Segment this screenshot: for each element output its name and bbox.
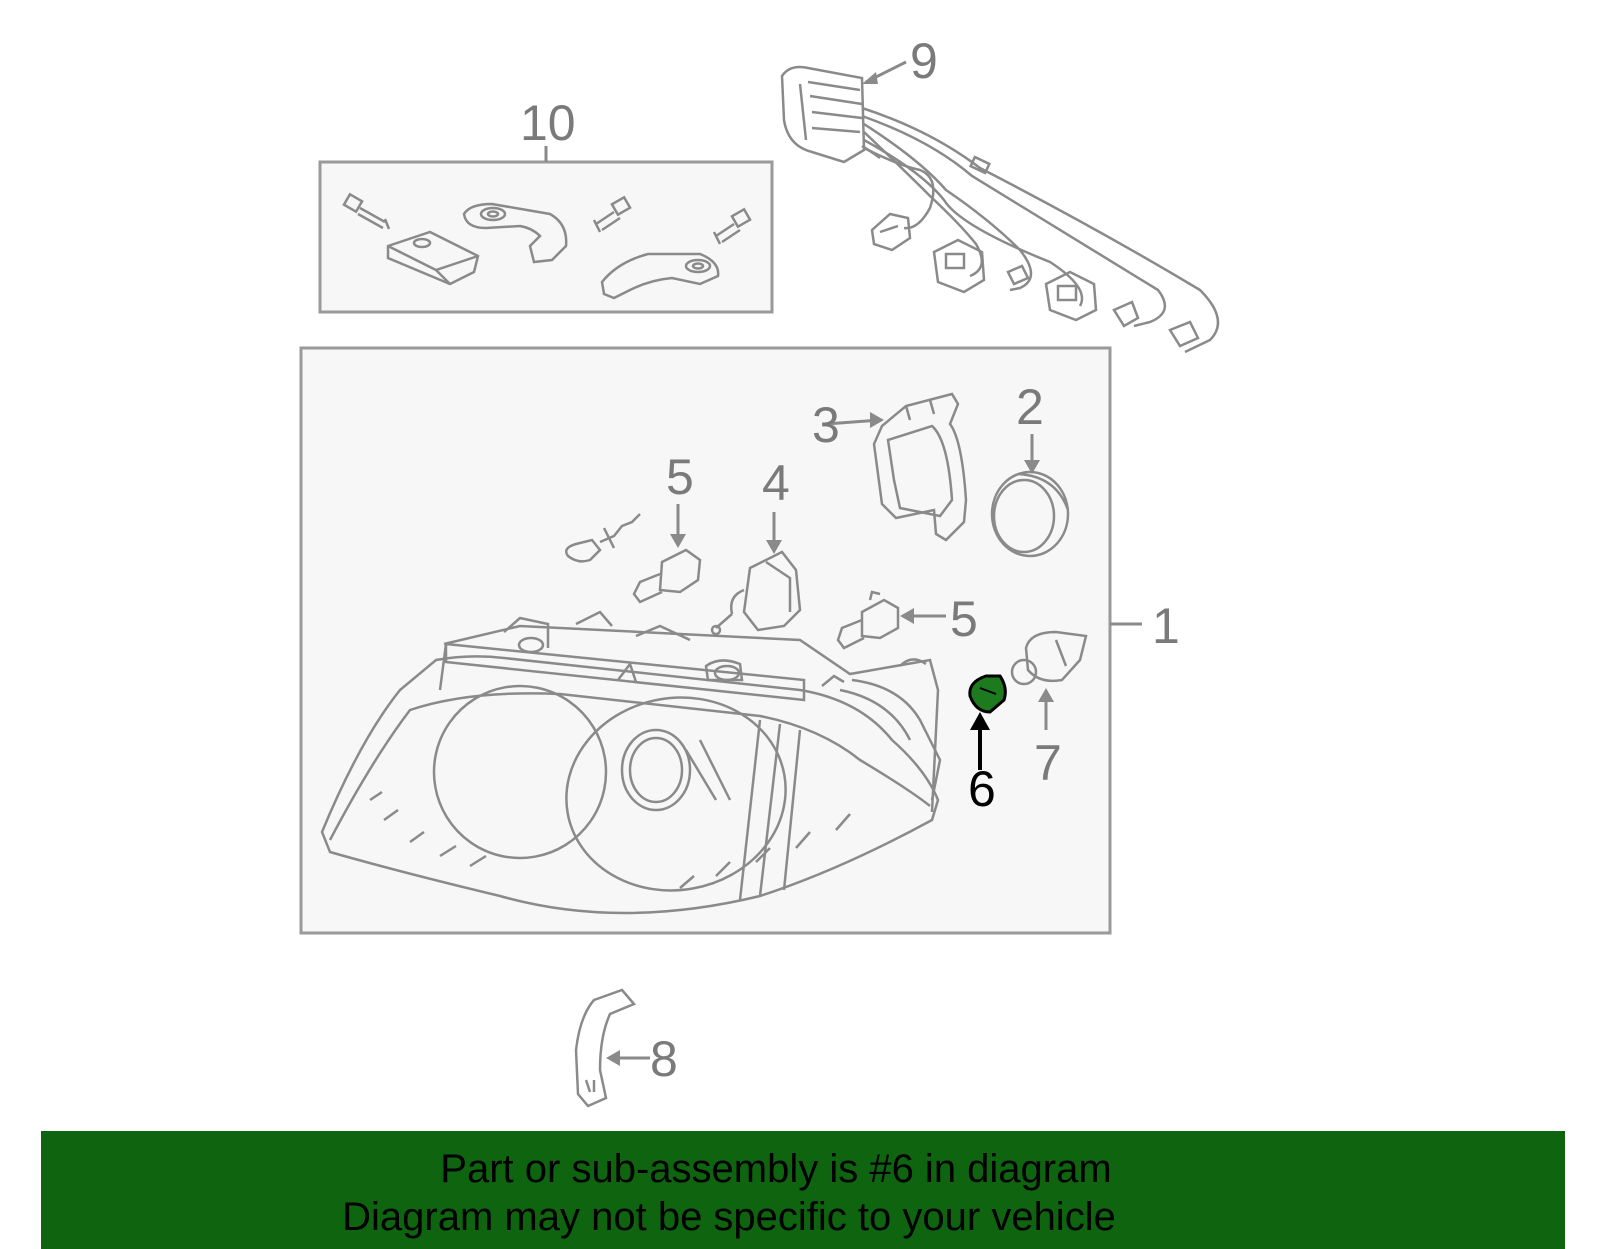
callout-7-arrowhead: [1038, 688, 1054, 702]
callout-5a-arrowhead: [670, 534, 686, 548]
callout-5b: 5: [950, 591, 978, 647]
bulb-5-left: [565, 513, 702, 604]
highlighted-bulb-6[interactable]: [968, 674, 1007, 714]
banner-line-1: Part or sub-assembly is #6 in diagram: [440, 1147, 1112, 1191]
connector-c: [1006, 264, 1030, 286]
callout-10: 10: [520, 95, 576, 151]
callout-9: 9: [910, 33, 938, 89]
callout-3: 3: [812, 397, 840, 453]
bulb-socket: [1010, 630, 1088, 686]
connector-d: [1044, 270, 1098, 322]
bolt-2: [592, 195, 632, 233]
retainer-bracket: [872, 392, 968, 542]
info-banner: Part or sub-assembly is #6 in diagram Di…: [41, 1131, 1565, 1249]
callout-8: 8: [650, 1031, 678, 1087]
bracket-1: [462, 202, 568, 264]
bulb-5-right: [836, 590, 900, 650]
callout-4-arrowhead: [766, 540, 782, 554]
callout-2: 2: [1016, 379, 1044, 435]
callout-6: 6: [968, 761, 996, 817]
banner-line-2: Diagram may not be specific to your vehi…: [342, 1195, 1116, 1239]
bracket-2: [600, 252, 720, 300]
callout-7: 7: [1034, 735, 1062, 791]
bolt-1: [342, 192, 391, 230]
wiring-harness: [780, 65, 1220, 354]
callout-2-arrowhead: [1024, 460, 1040, 474]
callout-5b-arrowhead: [900, 608, 914, 624]
callout-6-arrowhead: [970, 712, 990, 730]
callout-4: 4: [762, 455, 790, 511]
bolt-3: [712, 207, 752, 245]
connector-f: [1168, 320, 1200, 348]
headlamp-cap: [990, 470, 1070, 558]
hardware-kit-box: [318, 160, 774, 314]
connector-a: [870, 212, 912, 252]
headlamp-bulb-main: [710, 550, 802, 636]
callout-1: 1: [1152, 598, 1180, 654]
trim-piece: [574, 988, 637, 1108]
callout-3-arrowhead: [870, 412, 884, 428]
connector-e: [1112, 300, 1140, 328]
bracket-block: [386, 230, 480, 286]
callout-8-arrowhead: [606, 1050, 620, 1066]
hardware-parts: [342, 192, 752, 300]
headlamp-assembly-box: [299, 346, 1112, 935]
callout-5a: 5: [666, 449, 694, 505]
connector-b: [932, 238, 986, 294]
headlamp-housing: [320, 610, 942, 915]
callout-9-arrowhead: [862, 72, 878, 84]
